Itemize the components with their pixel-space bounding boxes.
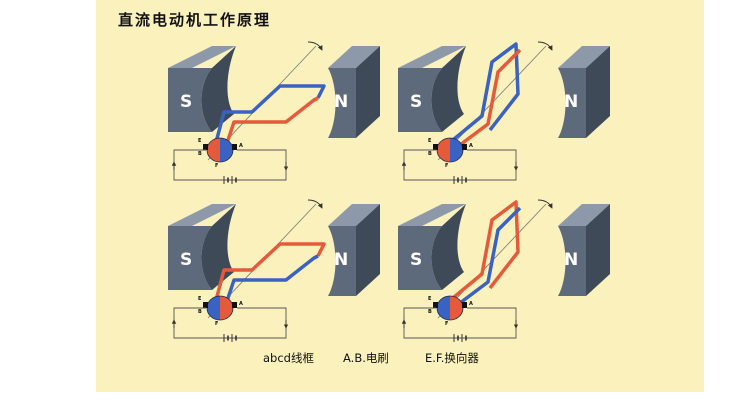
label-e: E [428, 296, 432, 302]
label-a: A [239, 301, 243, 307]
n-magnet-top [328, 46, 380, 68]
coil-near-side [454, 48, 522, 150]
external-circuit [403, 149, 517, 181]
n-magnet-front [328, 68, 356, 138]
coil-near-side [454, 206, 522, 308]
label-b: B [428, 151, 432, 157]
coil-far-side [446, 42, 520, 146]
legend-brushes: A.B.电刷 [343, 351, 389, 365]
s-pole-label: S [180, 92, 192, 112]
external-circuit [403, 307, 517, 339]
s-magnet-front [168, 226, 212, 290]
brush-a [433, 144, 438, 150]
s-magnet-front [398, 226, 442, 290]
label-f: F [215, 321, 218, 327]
commutator-segment-e [437, 296, 450, 320]
brush-b [232, 302, 237, 308]
brush-a [203, 144, 208, 150]
label-e: E [198, 138, 202, 144]
n-magnet-top [558, 46, 610, 68]
n-pole-label: N [334, 92, 348, 112]
label-f: F [215, 163, 218, 169]
n-magnet-side [356, 46, 380, 138]
external-circuit [173, 307, 287, 339]
n-magnet-top [328, 204, 380, 226]
s-pole-label: S [410, 92, 422, 112]
brush-b [462, 302, 467, 308]
rotation-arrow [537, 41, 553, 51]
s-magnet-top [168, 46, 236, 68]
s-magnet-front [168, 68, 212, 132]
label-b: B [428, 309, 432, 315]
label-a: A [469, 143, 473, 149]
n-magnet-front [558, 226, 586, 296]
coil-far-side [212, 242, 326, 309]
s-magnet-face [431, 46, 466, 132]
legend-commutator: E.F.换向器 [425, 351, 479, 365]
stage-2-vertical-red: S N E B F A [398, 41, 610, 184]
commutator-segment-f [450, 138, 463, 162]
label-e: E [198, 296, 202, 302]
label-f: F [445, 321, 448, 327]
brush-b [232, 144, 237, 150]
rotation-arrow [537, 199, 553, 209]
coil-near-side [222, 96, 319, 153]
n-magnet-side [586, 46, 610, 138]
legend-coil: abcd线框 [263, 351, 314, 365]
commutator-segment-f [220, 296, 233, 320]
commutator-segment-f [450, 296, 463, 320]
stage-1-horizontal-red: S N E B F A [168, 41, 380, 184]
n-magnet-side [586, 204, 610, 296]
commutator-segment-e [207, 296, 220, 320]
s-magnet-face [431, 204, 466, 290]
commutator-segment-e [207, 138, 220, 162]
s-magnet-top [168, 204, 236, 226]
label-b: B [198, 309, 202, 315]
n-pole-label: N [564, 250, 578, 270]
stage-3-horizontal-blue: S N E B F A [168, 199, 380, 342]
label-e: E [428, 138, 432, 144]
brush-b [462, 144, 467, 150]
n-pole-label: N [564, 92, 578, 112]
page-title: 直流电动机工作原理 [118, 11, 272, 29]
external-circuit [173, 149, 287, 181]
commutator-segment-e [437, 138, 450, 162]
rotation-arrow [307, 199, 323, 209]
coil-near-side [222, 254, 319, 311]
coil-far-side [212, 84, 326, 151]
legend: abcd线框 A.B.电刷 E.F.换向器 [0, 350, 750, 370]
brush-a [433, 302, 438, 308]
s-pole-label: S [180, 250, 192, 270]
label-a: A [239, 143, 243, 149]
coil-far-side [446, 200, 520, 304]
n-magnet-front [558, 68, 586, 138]
s-pole-label: S [410, 250, 422, 270]
n-magnet-top [558, 204, 610, 226]
s-magnet-top [398, 204, 466, 226]
n-magnet-side [356, 204, 380, 296]
label-a: A [469, 301, 473, 307]
rotation-arrow [307, 41, 323, 51]
s-magnet-top [398, 46, 466, 68]
n-magnet-front [328, 226, 356, 296]
s-magnet-front [398, 68, 442, 132]
label-f: F [445, 163, 448, 169]
commutator-segment-f [220, 138, 233, 162]
brush-a [203, 302, 208, 308]
label-b: B [198, 151, 202, 157]
stage-4-vertical-blue: S N E B F A [398, 199, 610, 342]
n-pole-label: N [334, 250, 348, 270]
